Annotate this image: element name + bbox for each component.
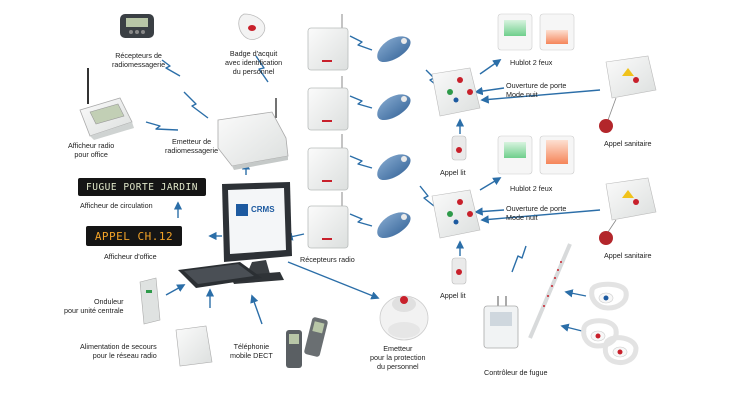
pager-icon xyxy=(377,36,411,62)
wristband-icon xyxy=(602,335,639,365)
radiomessaging-emitter-icon xyxy=(217,98,289,170)
label-appel-lit-1: Appel lit xyxy=(440,168,466,177)
circulation-display: FUGUE PORTE JARDIN xyxy=(78,178,206,196)
arrow-ouverture-1 xyxy=(474,86,505,96)
bed-call-icon xyxy=(451,135,467,161)
wireless-signal-icon xyxy=(349,213,373,227)
pager-icon xyxy=(377,212,411,238)
arrow-sanitaire-1 xyxy=(480,89,601,104)
connection-arrows xyxy=(165,59,601,333)
wireless-signal-icon xyxy=(511,245,527,273)
arrow-ouverture-2 xyxy=(474,207,505,216)
pager-icon xyxy=(120,14,154,38)
arrow-onduleur xyxy=(165,284,186,296)
wireless-signal-icon xyxy=(419,185,435,207)
label-afficheur-circulation: Afficheur de circulation xyxy=(80,201,153,210)
badge-icon xyxy=(238,13,266,40)
office-display: APPEL CH.12 xyxy=(86,226,182,246)
pager-icon xyxy=(377,154,411,180)
call-button-icon xyxy=(431,189,481,239)
label-hublot-1: Hublot 2 feux xyxy=(510,58,553,67)
room-2 xyxy=(431,135,657,285)
room-1 xyxy=(431,13,657,161)
hublot-icon xyxy=(497,13,575,51)
radio-receiver-icon xyxy=(307,134,349,191)
wireless-signal-icon xyxy=(349,155,373,169)
radio-receivers xyxy=(307,14,349,249)
call-button-icon xyxy=(431,67,481,117)
label-afficheur-office: Afficheur d'office xyxy=(104,252,157,261)
wristband-icon xyxy=(581,318,619,349)
wireless-signal-icon xyxy=(255,55,269,83)
wireless-signal-icon xyxy=(183,91,209,119)
label-appel-lit-2: Appel lit xyxy=(440,291,466,300)
ups-icon xyxy=(139,277,161,325)
arrow-to-protection-emitter xyxy=(287,261,380,300)
arrow-wristband-1 xyxy=(564,289,587,298)
sanitary-call-icon xyxy=(599,177,657,245)
staff-pagers xyxy=(377,36,411,238)
label-appel-sanitaire-1: Appel sanitaire xyxy=(604,139,652,148)
arrow-to-hublot-1 xyxy=(479,59,502,75)
label-controleur-fugue: Contrôleur de fugue xyxy=(484,368,548,377)
protection-emitter-icon xyxy=(379,295,429,341)
power-supply-icon xyxy=(175,325,213,367)
hublot-icon xyxy=(497,135,575,175)
arrow-dect xyxy=(250,294,263,325)
central-unit-monitor xyxy=(178,182,292,288)
dect-phone-icon xyxy=(286,317,328,368)
crms-logo: CRMS xyxy=(251,205,275,214)
label-recepteurs-radio: Récepteurs radio xyxy=(300,255,355,264)
wireless-signal-icon xyxy=(145,121,179,131)
label-appel-sanitaire-2: Appel sanitaire xyxy=(604,251,652,260)
sanitary-call-icon xyxy=(599,55,657,133)
wireless-signal-icon xyxy=(161,59,181,77)
wireless-signal-icon xyxy=(349,95,373,109)
arrow-to-hublot-2 xyxy=(479,177,502,191)
label-hublot-2: Hublot 2 feux xyxy=(510,184,553,193)
wireless-signal-icons xyxy=(145,35,527,273)
wireless-signal-icon xyxy=(349,35,373,51)
radio-receiver-icon xyxy=(307,76,349,131)
arrow-sanitaire-2 xyxy=(480,209,601,224)
escape-controller xyxy=(483,243,572,349)
wristband-icon xyxy=(589,281,629,311)
radio-receiver-icon xyxy=(307,14,349,71)
bed-call-icon xyxy=(451,257,467,285)
radio-display-icon xyxy=(79,68,134,140)
pager-icon xyxy=(377,94,411,120)
radio-receiver-icon xyxy=(307,192,349,249)
